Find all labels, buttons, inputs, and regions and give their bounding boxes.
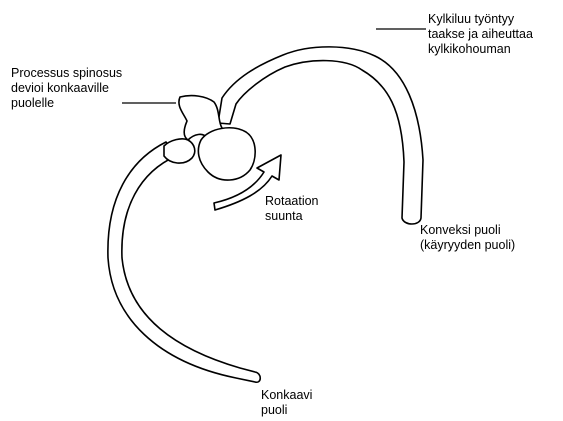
label-rib-shift-line2: taakse ja aiheuttaa: [428, 27, 533, 42]
vertebral-body: [198, 128, 255, 180]
label-spinous-process-line2: devioi konkaaville: [11, 81, 122, 96]
label-spinous-process-line1: Processus spinosus: [11, 66, 122, 81]
label-rib-shift-line3: kylkikohouman: [428, 42, 533, 57]
label-rotation-line2: suunta: [265, 209, 319, 224]
label-concave-side: Konkaavi puoli: [261, 388, 312, 418]
label-rotation-line1: Rotaation: [265, 194, 319, 209]
label-convex-side-line2: (käyryyden puoli): [420, 238, 515, 253]
label-convex-side: Konveksi puoli (käyryyden puoli): [420, 223, 515, 253]
label-convex-side-line1: Konveksi puoli: [420, 223, 515, 238]
label-spinous-process-line3: puolelle: [11, 96, 122, 111]
vertebral-arch: [164, 139, 195, 163]
label-rib-shift-line1: Kylkiluu työntyy: [428, 12, 533, 27]
label-concave-side-line1: Konkaavi: [261, 388, 312, 403]
label-rib-shift: Kylkiluu työntyy taakse ja aiheuttaa kyl…: [428, 12, 533, 57]
label-spinous-process: Processus spinosus devioi konkaaville pu…: [11, 66, 122, 111]
label-concave-side-line2: puoli: [261, 403, 312, 418]
label-rotation: Rotaation suunta: [265, 194, 319, 224]
